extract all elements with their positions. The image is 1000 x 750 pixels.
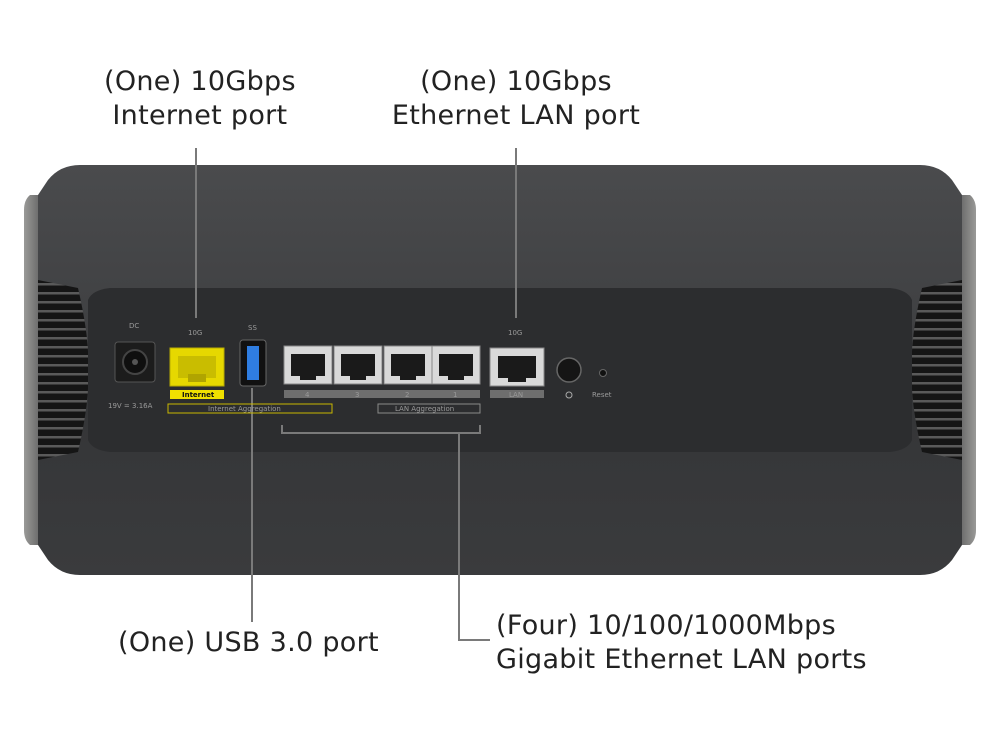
gigabit-lan-ports-callout-line2: Gigabit Ethernet LAN ports [496, 644, 867, 675]
reset-label: Reset [592, 391, 612, 399]
right-vent [911, 280, 962, 460]
internet-aggregation-box [167, 403, 333, 414]
dc-jack-pin [132, 359, 138, 365]
internet-aggregation-label: Internet Aggregation [208, 405, 281, 413]
power-button [556, 357, 582, 383]
internet-port-callout-line1: (One) 10Gbps [104, 66, 296, 97]
internet-tag [170, 390, 224, 399]
ethernet-lan-port-callout-line2: Ethernet LAN port [391, 100, 641, 131]
power-spec-label: 19V = 3.16A [108, 402, 153, 410]
lan-number-4: 4 [305, 391, 310, 399]
gigabit-lan-ports-group: 4 3 2 1 LAN Aggregation [283, 345, 481, 414]
usb-port-callout: (One) USB 3.0 port [118, 626, 379, 660]
lan-group-bracket [281, 425, 481, 434]
lan-port-4-opening [291, 354, 325, 376]
internet-port-inner [178, 356, 216, 378]
lan-port-3-clip [350, 372, 366, 380]
lan-port-2-clip [400, 372, 416, 380]
lan-port-3-opening [341, 354, 375, 376]
internet-speed-label: 10G [188, 329, 202, 337]
lan-10g-tag [490, 390, 544, 398]
lan-aggregation-label: LAN Aggregation [395, 405, 454, 413]
lan-number-3: 3 [355, 391, 359, 399]
gigabit-lan-ports-callout-line1: (Four) 10/100/1000Mbps [496, 610, 836, 641]
gigabit-lan-ports-callout: (Four) 10/100/1000Mbps Gigabit Ethernet … [496, 609, 867, 677]
internet-port-callout-line2: Internet port [112, 100, 288, 131]
lan-10g-port-clip [508, 374, 526, 382]
ethernet-lan-port-callout: (One) 10Gbps Ethernet LAN port [380, 65, 652, 133]
reset-pinhole [599, 369, 607, 377]
internet-port-callout: (One) 10Gbps Internet port [104, 65, 296, 133]
left-vent [38, 280, 89, 460]
lan-10g-port-opening [498, 356, 536, 378]
lan-10g-tag-label: LAN [509, 391, 523, 399]
power-icon [565, 391, 573, 399]
lan-number-1: 1 [453, 391, 457, 399]
usb-port-tongue [247, 346, 259, 380]
lan-port-2-opening [391, 354, 425, 376]
usb-tag-label: SS [248, 324, 257, 332]
lan-number-2: 2 [405, 391, 409, 399]
gigabit-lan-leader [458, 433, 490, 641]
lan-port-1-opening [439, 354, 473, 376]
lan-number-strip [284, 390, 480, 398]
lan-10g-speed-label: 10G [508, 329, 522, 337]
internet-port-clip [188, 374, 206, 382]
lan-port-4-clip [300, 372, 316, 380]
lan-aggregation-box [377, 403, 481, 414]
usb-port-callout-line1: (One) USB 3.0 port [118, 627, 379, 658]
internet-tag-label: Internet [182, 391, 215, 399]
ethernet-lan-port-callout-line1: (One) 10Gbps [420, 66, 612, 97]
dc-label: DC [129, 322, 139, 330]
lan-port-1-clip [448, 372, 464, 380]
